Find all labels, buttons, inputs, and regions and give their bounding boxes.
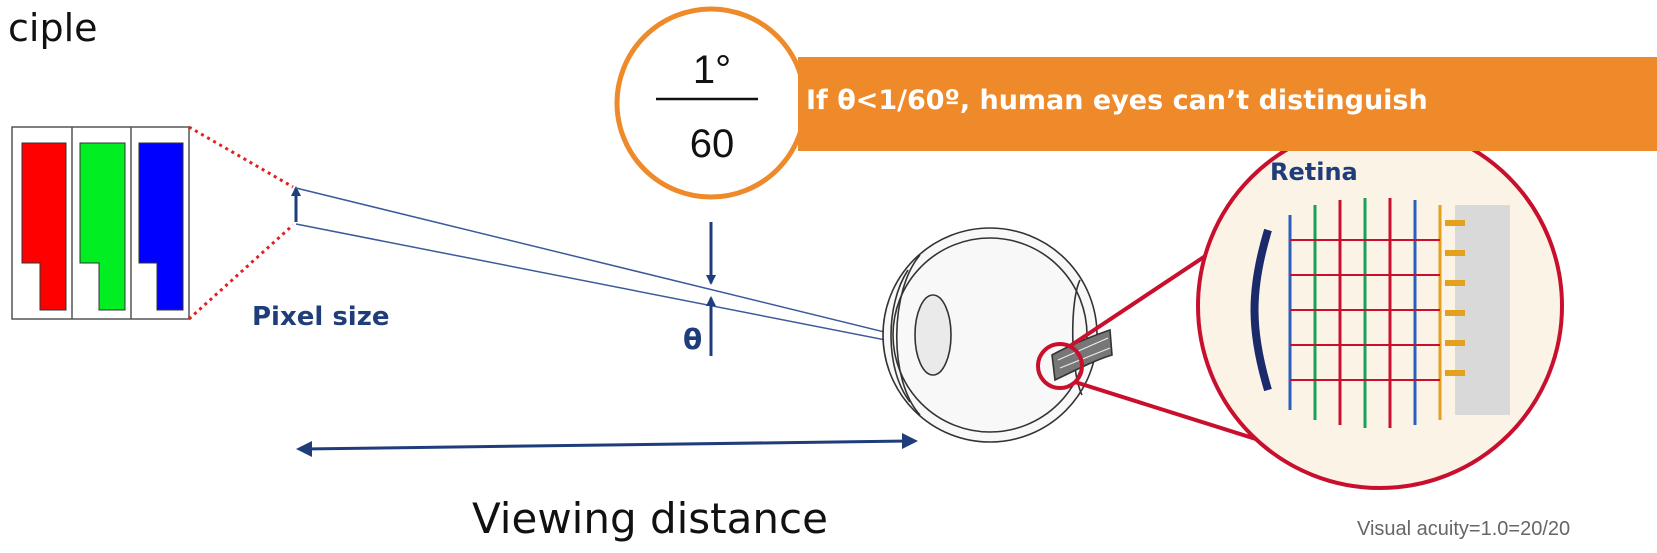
subpixel-green [79, 142, 126, 311]
double-arrow-icon [296, 433, 918, 457]
retina-zoom-icon [1036, 122, 1564, 490]
fraction-denominator: 60 [689, 122, 735, 166]
subpixel-blue [138, 142, 184, 311]
heading-fragment: ciple [8, 6, 98, 50]
banner-text: If θ<1/60º, human eyes can’t distinguish [806, 85, 1428, 116]
threshold-banner: If θ<1/60º, human eyes can’t distinguish [798, 57, 1657, 151]
visual-acuity-caption: Visual acuity=1.0=20/20 [1357, 518, 1571, 540]
pixel-size-label: Pixel size [252, 302, 390, 332]
viewing-distance-label: Viewing distance [472, 494, 828, 543]
theta-label: θ [683, 323, 703, 356]
subpixel-red [21, 142, 67, 311]
pixel-subpixels-icon [11, 126, 190, 320]
retina-label: Retina [1270, 158, 1358, 186]
eye-icon [882, 227, 1113, 443]
zoom-line-top [188, 125, 294, 189]
fraction-numerator: 1° [692, 48, 732, 92]
fraction-circle [614, 6, 808, 200]
zoom-line-bottom [187, 223, 295, 321]
